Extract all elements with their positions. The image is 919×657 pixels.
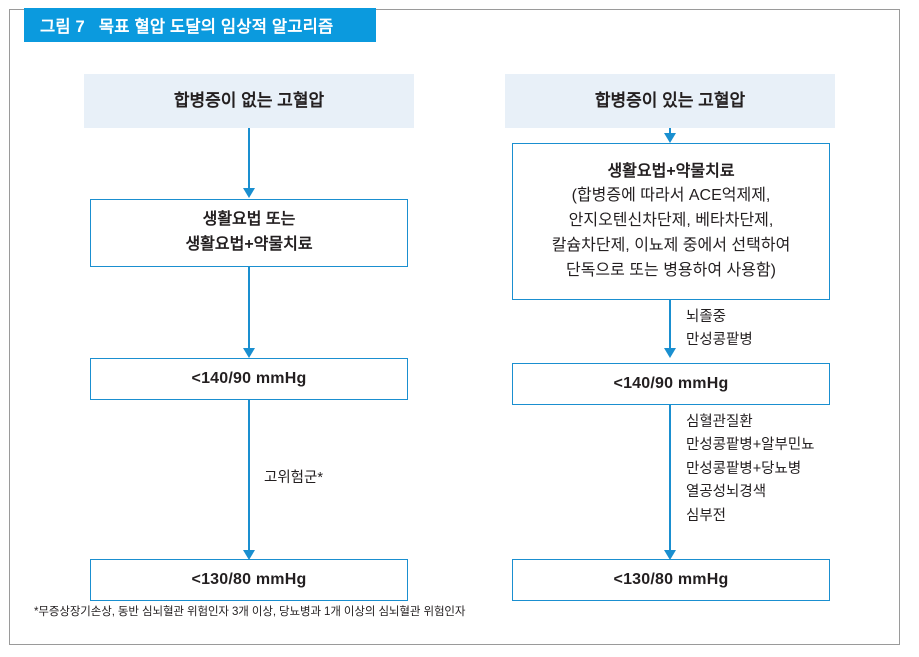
left-target-box-1: <140/90 mmHg xyxy=(90,358,408,400)
left-connector-header-to-treatment xyxy=(248,128,250,192)
right-conditions-group-2: 심혈관질환 만성콩팥병+알부민뇨 만성콩팥병+당뇨병 열공성뇌경색 심부전 xyxy=(686,411,815,528)
left-connector-treatment-to-target1 xyxy=(248,267,250,350)
right-condition-2-5: 심부전 xyxy=(686,507,727,524)
right-treatment-line-4: 칼슘차단제, 이뇨제 중에서 선택하여 xyxy=(551,236,791,254)
left-target-1-label: <140/90 mmHg xyxy=(191,369,307,387)
left-branch-header: 합병증이 없는 고혈압 xyxy=(84,74,414,128)
left-target-box-2: <130/80 mmHg xyxy=(90,559,408,601)
figure-title-bar: 그림 7 목표 혈압 도달의 임상적 알고리즘 xyxy=(24,8,376,42)
left-target-2-label: <130/80 mmHg xyxy=(191,570,307,588)
left-edge-label-high-risk: 고위험군* xyxy=(264,470,324,486)
figure-title-text: 목표 혈압 도달의 임상적 알고리즘 xyxy=(98,18,334,36)
figure-title-number: 그림 7 xyxy=(40,18,85,36)
right-condition-2-2: 만성콩팥병+알부민뇨 xyxy=(686,437,815,454)
right-target-box-1: <140/90 mmHg xyxy=(512,363,830,405)
left-treatment-line-1: 생활요법 또는 xyxy=(202,211,296,229)
right-condition-2-1: 심혈관질환 xyxy=(686,414,753,430)
figure-outer-border xyxy=(9,9,900,645)
right-condition-1-2: 만성콩팥병 xyxy=(686,332,753,349)
right-connector-treatment-to-target1 xyxy=(669,300,671,350)
right-branch-header: 합병증이 있는 고혈압 xyxy=(505,74,835,128)
right-connector-header-to-treatment xyxy=(669,128,671,137)
left-treatment-box: 생활요법 또는 생활요법+약물치료 xyxy=(90,199,408,267)
left-arrowhead-target2 xyxy=(243,550,255,560)
right-arrowhead-target1 xyxy=(664,348,676,358)
right-target-box-2: <130/80 mmHg xyxy=(512,559,830,601)
left-branch-header-label: 합병증이 없는 고혈압 xyxy=(173,90,325,110)
left-arrowhead-target1 xyxy=(243,348,255,358)
left-connector-target1-to-target2 xyxy=(248,400,250,552)
right-treatment-line-5: 단독으로 또는 병용하여 사용함) xyxy=(565,261,777,279)
right-arrowhead-treatment xyxy=(664,133,676,143)
right-treatment-line-2: (합병증에 따라서 ACE억제제, xyxy=(571,187,771,205)
right-arrowhead-target2 xyxy=(664,550,676,560)
right-target-1-label: <140/90 mmHg xyxy=(613,374,729,392)
right-connector-target1-to-target2 xyxy=(669,405,671,552)
right-treatment-box: 생활요법+약물치료 (합병증에 따라서 ACE억제제, 안지오텐신차단제, 베타… xyxy=(512,143,830,300)
right-conditions-group-1: 뇌졸중 만성콩팥병 xyxy=(686,306,753,353)
left-arrowhead-treatment xyxy=(243,188,255,198)
right-treatment-line-3: 안지오텐신차단제, 베타차단제, xyxy=(568,212,774,230)
figure-footnote: *무증상장기손상, 동반 심뇌혈관 위험인자 3개 이상, 당뇨병과 1개 이상… xyxy=(34,606,466,618)
right-condition-2-4: 열공성뇌경색 xyxy=(686,484,767,501)
right-condition-1-1: 뇌졸중 xyxy=(686,309,727,325)
right-target-2-label: <130/80 mmHg xyxy=(613,570,729,588)
right-condition-2-3: 만성콩팥병+당뇨병 xyxy=(686,460,802,477)
left-treatment-line-2: 생활요법+약물치료 xyxy=(185,236,313,253)
right-branch-header-label: 합병증이 있는 고혈압 xyxy=(594,90,746,110)
right-treatment-line-1: 생활요법+약물치료 xyxy=(607,162,735,180)
